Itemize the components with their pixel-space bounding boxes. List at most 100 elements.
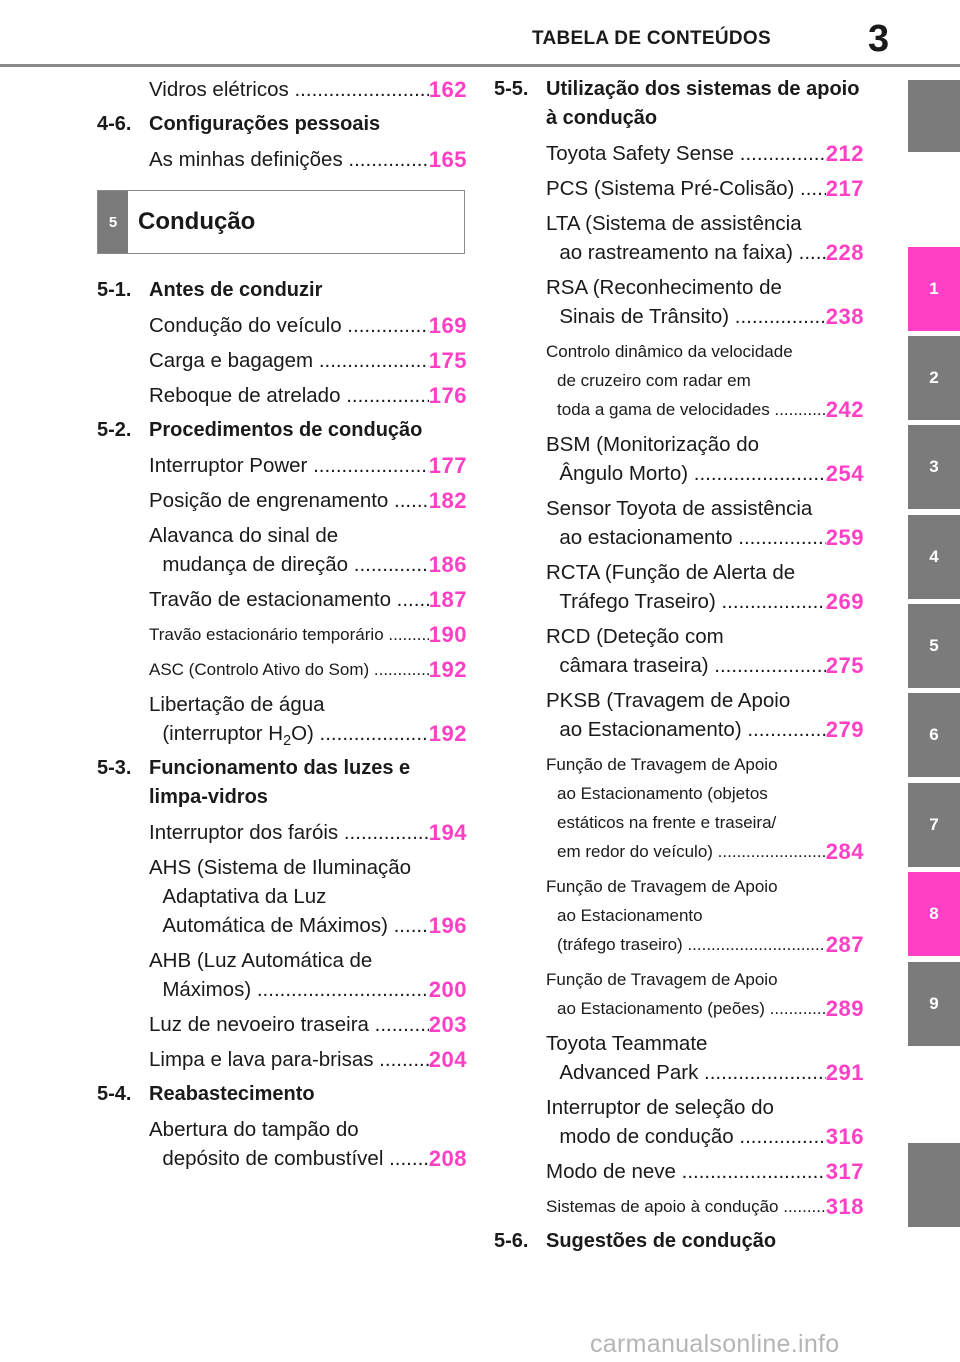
toc-entry[interactable]: Abertura do tampão do depósito de combus… (149, 1115, 467, 1173)
toc-section-heading[interactable]: 5-5. Utilização dos sistemas de apoio à … (494, 75, 864, 133)
toc-entry[interactable]: Vidros elétricos 162 (149, 75, 467, 104)
toc-entry[interactable]: AHB (Luz Automática de Máximos) 200 (149, 946, 467, 1004)
toc-entry-title: Ângulo Morto) (546, 459, 826, 488)
toc-entry-page: 169 (428, 313, 467, 338)
toc-entry-title: mudança de direção (149, 550, 429, 579)
toc-entry-title: Advanced Park (546, 1058, 826, 1087)
toc-entry-page: 190 (428, 622, 467, 647)
toc-entry[interactable]: Toyota Safety Sense212 (546, 139, 864, 168)
toc-section-heading[interactable]: 5-6. Sugestões de condução (494, 1227, 864, 1256)
chapter-tab-6[interactable]: 6 (908, 693, 960, 777)
toc-entry[interactable]: Condução do veículo 169 (149, 311, 467, 340)
toc-entry[interactable]: Reboque de atrelado 176 (149, 381, 467, 410)
section-title: Sugestões de condução (546, 1230, 777, 1252)
toc-entry[interactable]: Luz de nevoeiro traseira 203 (149, 1010, 467, 1039)
toc-section-heading[interactable]: 5-3. Funcionamento das luzes e limpa-vid… (97, 754, 467, 812)
section-title: Funcionamento das luzes e limpa-vidros (149, 757, 411, 808)
toc-entry-page: 259 (825, 525, 864, 550)
toc-entry-title-line: RCD (Deteção com (546, 625, 724, 648)
section-number: 5-5. (494, 78, 529, 100)
toc-entry[interactable]: LTA (Sistema de assistência ao rastreamen… (546, 209, 864, 267)
toc-entry-title-line: LTA (Sistema de assistência (546, 212, 802, 235)
toc-entry[interactable]: Interruptor dos faróis 194 (149, 818, 467, 847)
chapter-tab-7[interactable]: 7 (908, 783, 960, 867)
toc-entry-title: modo de condução (546, 1122, 826, 1151)
toc-entry[interactable]: AHS (Sistema de Iluminação Adaptativa da… (149, 853, 467, 940)
toc-entry-page: 165 (428, 147, 467, 172)
toc-entry-page: 228 (825, 240, 864, 265)
chapter-tab-4[interactable]: 4 (908, 515, 960, 599)
toc-entry-page: 162 (428, 77, 467, 102)
toc-entry-page: 175 (428, 348, 467, 373)
toc-entry[interactable]: Posição de engrenamento 182 (149, 486, 467, 515)
toc-entry[interactable]: Controlo dinâmico da velocidade de cruze… (546, 337, 864, 424)
title-part: O) (291, 722, 314, 745)
chapter-tab-3[interactable]: 3 (908, 425, 960, 509)
toc-entry[interactable]: Interruptor Power 177 (149, 451, 467, 480)
toc-entry-title: Interruptor dos faróis (149, 818, 429, 847)
toc-entry[interactable]: Libertação de água (interruptor H2O) 192 (149, 690, 467, 748)
toc-entry-title: Interruptor Power (149, 451, 429, 480)
chapter-heading-box[interactable]: 5 Condução (97, 190, 465, 254)
chapter-tab-2[interactable]: 2 (908, 336, 960, 420)
toc-entry-title-line: PKSB (Travagem de Apoio (546, 689, 791, 712)
toc-entry[interactable]: Limpa e lava para-brisas 204 (149, 1045, 467, 1074)
page-header-title: TABELA DE CONTEÚDOS (532, 28, 771, 49)
toc-entry[interactable]: ASC (Controlo Ativo do Som) 192 (149, 655, 467, 684)
section-number: 5-6. (494, 1230, 529, 1252)
chapter-tab-9[interactable]: 9 (908, 962, 960, 1046)
toc-entry[interactable]: PCS (Sistema Pré-Colisão)217 (546, 174, 864, 203)
toc-entry[interactable]: Travão de estacionamento 187 (149, 585, 467, 614)
toc-entry-page: 317 (825, 1159, 864, 1184)
toc-entry-title: (tráfego traseiro) (546, 930, 826, 959)
toc-section-heading[interactable]: 4-6. Configurações pessoais (97, 110, 467, 139)
toc-entry-title-line: Abertura do tampão do (149, 1118, 359, 1141)
toc-entry-title: toda a gama de velocidades (546, 395, 826, 424)
toc-entry[interactable]: Sistemas de apoio à condução318 (546, 1192, 864, 1221)
chapter-tab-5[interactable]: 5 (908, 604, 960, 688)
chapter-tab-8[interactable]: 8 (908, 872, 960, 956)
chapter-tab-blank[interactable] (908, 80, 960, 152)
toc-entry[interactable]: Função de Travagem de Apoio ao Estaciona… (546, 872, 864, 959)
section-title: Configurações pessoais (149, 113, 381, 135)
toc-entry-title-line: BSM (Monitorização do (546, 433, 760, 456)
toc-entry-page: 192 (428, 721, 467, 746)
chapter-tab-blank[interactable] (908, 1143, 960, 1227)
chapter-title: Condução (138, 208, 256, 235)
toc-entry-title: Reboque de atrelado (149, 381, 429, 410)
toc-right-column: 5-5. Utilização dos sistemas de apoio à … (494, 75, 864, 1262)
toc-entry-title: ao rastreamento na faixa) (546, 238, 826, 267)
toc-entry-title-line: Alavanca do sinal de (149, 524, 339, 547)
toc-entry-title-line: RCTA (Função de Alerta de (546, 561, 796, 584)
toc-entry-title: Toyota Safety Sense (546, 139, 826, 168)
toc-entry-title: Máximos) (149, 975, 429, 1004)
toc-entry-title: PCS (Sistema Pré-Colisão) (546, 174, 826, 203)
toc-entry[interactable]: Alavanca do sinal de mudança de direção … (149, 521, 467, 579)
toc-section-heading[interactable]: 5-4. Reabastecimento (97, 1080, 467, 1109)
toc-entry[interactable]: Carga e bagagem 175 (149, 346, 467, 375)
page-number: 3 (868, 18, 890, 60)
toc-section-heading[interactable]: 5-1. Antes de conduzir (97, 276, 467, 305)
toc-entry-page: 212 (825, 141, 864, 166)
toc-entry-page: 279 (825, 717, 864, 742)
chapter-tab-1[interactable]: 1 (908, 247, 960, 331)
toc-section-heading[interactable]: 5-2. Procedimentos de condução (97, 416, 467, 445)
toc-entry-title: Travão estacionário temporário (149, 620, 429, 649)
toc-entry-page: 316 (825, 1124, 864, 1149)
section-title: Utilização dos sistemas de apoio à condu… (546, 78, 860, 129)
toc-entry[interactable]: Modo de neve317 (546, 1157, 864, 1186)
toc-entry-title: Travão de estacionamento (149, 585, 429, 614)
toc-entry[interactable]: Função de Travagem de Apoio ao Estaciona… (546, 750, 864, 866)
toc-entry[interactable]: Travão estacionário temporário 190 (149, 620, 467, 649)
toc-entry-title: As minhas definições (149, 145, 429, 174)
toc-entry[interactable]: As minhas definições 165 (149, 145, 467, 174)
